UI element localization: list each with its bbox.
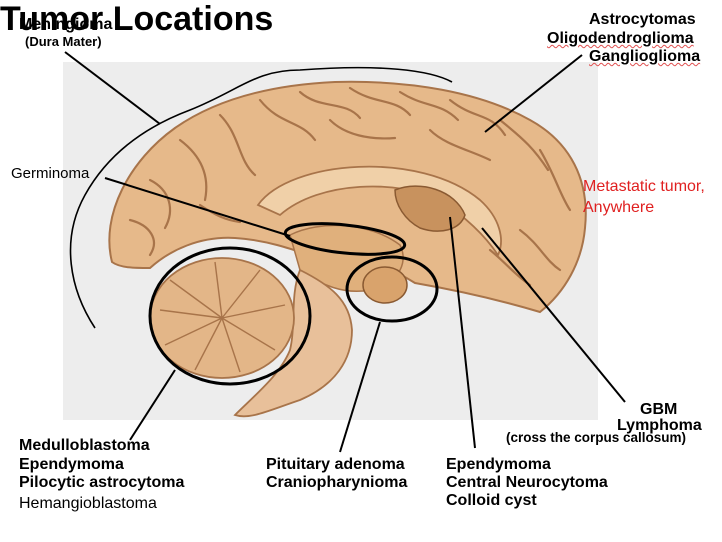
label-astrocytomas: Astrocytomas xyxy=(589,11,696,28)
label-metastatic-line1: Metastatic tumor, xyxy=(583,178,705,195)
label-ependymoma-ventricle: Ependymoma xyxy=(446,456,551,473)
corpus-callosum xyxy=(256,165,502,257)
label-oligodendroglioma: Oligodendroglioma xyxy=(547,30,694,47)
brainstem xyxy=(233,268,353,418)
leader-lines xyxy=(64,51,626,453)
cerebral-sulci xyxy=(128,86,572,287)
label-dura-mater: (Dura Mater) xyxy=(25,34,102,49)
label-ganglioglioma: Ganglioglioma xyxy=(589,48,701,65)
cerebrum xyxy=(108,80,587,314)
sellar-region-circle xyxy=(345,255,439,323)
pineal-region-circle xyxy=(283,222,407,256)
pituitary-region xyxy=(362,266,408,304)
label-cross-corpus-callosum: (cross the corpus callosum) xyxy=(506,430,687,445)
label-pilocytic-astrocytoma: Pilocytic astrocytoma xyxy=(19,474,185,491)
dura-mater-outline xyxy=(69,66,453,329)
posterior-fossa-circle xyxy=(148,246,312,386)
label-ependymoma-posterior: Ependymoma xyxy=(19,456,124,473)
label-germinoma: Germinoma xyxy=(11,165,90,182)
label-metastatic-line2: Anywhere xyxy=(583,199,655,216)
lateral-ventricle xyxy=(394,185,466,232)
label-meningioma: Meningioma xyxy=(19,16,113,33)
label-pituitary-adenoma: Pituitary adenoma xyxy=(266,456,405,473)
label-central-neurocytoma: Central Neurocytoma xyxy=(446,474,608,491)
label-medulloblastoma: Medulloblastoma xyxy=(19,437,150,454)
label-gbm: GBM xyxy=(640,401,678,418)
label-lymphoma: Lymphoma xyxy=(617,417,702,434)
label-hemangioblastoma: Hemangioblastoma xyxy=(19,495,157,512)
label-craniopharyngioma: Craniopharynioma xyxy=(266,474,408,491)
cerebellar-folia xyxy=(159,261,286,373)
label-colloid-cyst: Colloid cyst xyxy=(446,492,537,509)
page-title: Tumor Locations xyxy=(0,0,274,38)
